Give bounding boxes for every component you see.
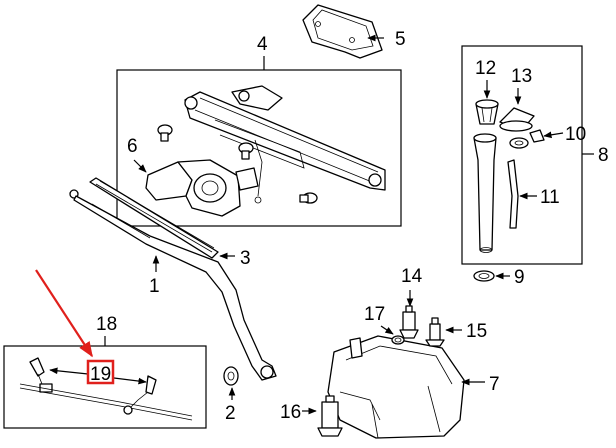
callout-15: 15 <box>466 321 487 342</box>
part-15-washer-pump[interactable] <box>425 317 445 347</box>
filler-neck-tube <box>473 133 497 253</box>
leader-19-left <box>49 367 89 375</box>
callout-17: 17 <box>364 304 385 325</box>
washer-hose-box <box>3 345 207 429</box>
callout-1: 1 <box>149 276 160 297</box>
part-16-washer-pump[interactable] <box>317 395 343 437</box>
linkage-assembly-box <box>116 69 402 227</box>
callout-11: 11 <box>540 187 560 208</box>
callout-12: 12 <box>475 58 496 79</box>
part-14-washer-pump[interactable] <box>399 305 419 339</box>
part-19-hose[interactable] <box>19 357 193 421</box>
leader-17 <box>380 325 394 335</box>
callout-5: 5 <box>395 29 406 50</box>
leader-6 <box>133 159 147 173</box>
part-6-wiper-motor[interactable] <box>145 159 259 217</box>
part-5-cover[interactable] <box>302 4 383 59</box>
part-2-grommet[interactable] <box>223 366 239 386</box>
callout-7: 7 <box>489 374 500 395</box>
leader-10 <box>543 131 564 139</box>
callout-2: 2 <box>225 403 236 424</box>
callout-9: 9 <box>514 267 525 288</box>
small-bolt-1 <box>157 124 173 142</box>
small-bolt-2 <box>238 142 254 160</box>
part-13-cap[interactable] <box>499 107 535 132</box>
callout-14: 14 <box>401 266 423 287</box>
leader-19-right <box>113 377 147 385</box>
part-4-linkage[interactable] <box>184 85 386 204</box>
callout-18: 18 <box>96 314 117 335</box>
filler-assembly-box <box>461 45 583 265</box>
part-17-grommet[interactable] <box>391 335 405 345</box>
callout-8: 8 <box>598 145 609 166</box>
highlight-arrow <box>35 269 93 358</box>
callout-16: 16 <box>280 402 301 423</box>
callout-3: 3 <box>240 248 251 269</box>
part-11-strap[interactable] <box>507 159 519 229</box>
part-10-seal[interactable] <box>509 129 545 149</box>
part-3-wiper-blade[interactable] <box>89 177 219 259</box>
part-7-washer-reservoir[interactable] <box>327 335 465 439</box>
callout-13: 13 <box>511 66 532 87</box>
part-1-wiper-arm[interactable] <box>69 189 277 381</box>
callout-4: 4 <box>257 34 268 55</box>
small-bolt-3 <box>299 192 318 204</box>
part-12-cap[interactable] <box>475 99 499 125</box>
callout-6: 6 <box>127 136 138 157</box>
part-9-grommet[interactable] <box>473 270 495 282</box>
highlight-box-19 <box>86 359 115 385</box>
callout-10: 10 <box>565 124 586 145</box>
callout-19: 19 <box>90 364 111 385</box>
